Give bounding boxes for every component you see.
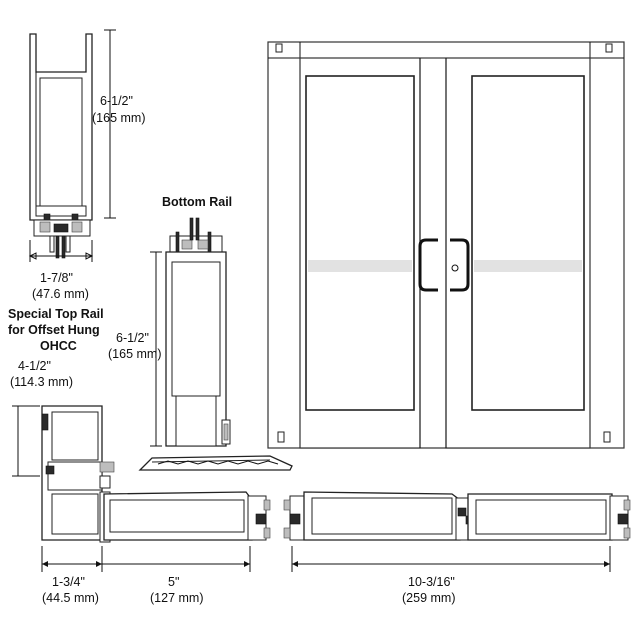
meeting-width-in: 10-3/16" [408, 575, 455, 589]
top-rail-height-mm: (165 mm) [92, 111, 145, 125]
stile-depth-dimension [41, 546, 103, 572]
bottom-rail-height-in: 6-1/2" [116, 331, 149, 345]
meeting-stile-plan-profile [283, 491, 631, 541]
special-top-rail-title-1: Special Top Rail [8, 307, 104, 321]
meeting-width-dimension [291, 546, 611, 572]
special-top-rail-title-3: OHCC [40, 339, 77, 353]
meeting-width-mm: (259 mm) [402, 591, 455, 605]
stile-depth-mm: (44.5 mm) [42, 591, 99, 605]
top-rail-height-in: 6-1/2" [100, 94, 133, 108]
bottom-rail-profile [138, 217, 293, 471]
top-rail-height-dimension [104, 29, 116, 219]
top-rail-profile [29, 33, 93, 259]
double-door-elevation [267, 41, 625, 449]
stile-plan-profile [41, 405, 271, 543]
bottom-rail-height-mm: (165 mm) [108, 347, 161, 361]
stile-depth-in: 1-3/4" [52, 575, 85, 589]
stile-width-in: 5" [168, 575, 179, 589]
stile-height-mm: (114.3 mm) [10, 375, 73, 389]
bottom-rail-title: Bottom Rail [162, 195, 232, 209]
bottom-rail-height-dimension [150, 251, 162, 447]
special-top-rail-title-2: for Offset Hung [8, 323, 100, 337]
stile-height-in: 4-1/2" [18, 359, 51, 373]
top-rail-width-mm: (47.6 mm) [32, 287, 89, 301]
top-rail-width-in: 1-7/8" [40, 271, 73, 285]
top-rail-width-dimension [28, 240, 94, 262]
stile-width-dimension [102, 546, 251, 572]
stile-width-mm: (127 mm) [150, 591, 203, 605]
stile-height-dimension [12, 405, 40, 477]
